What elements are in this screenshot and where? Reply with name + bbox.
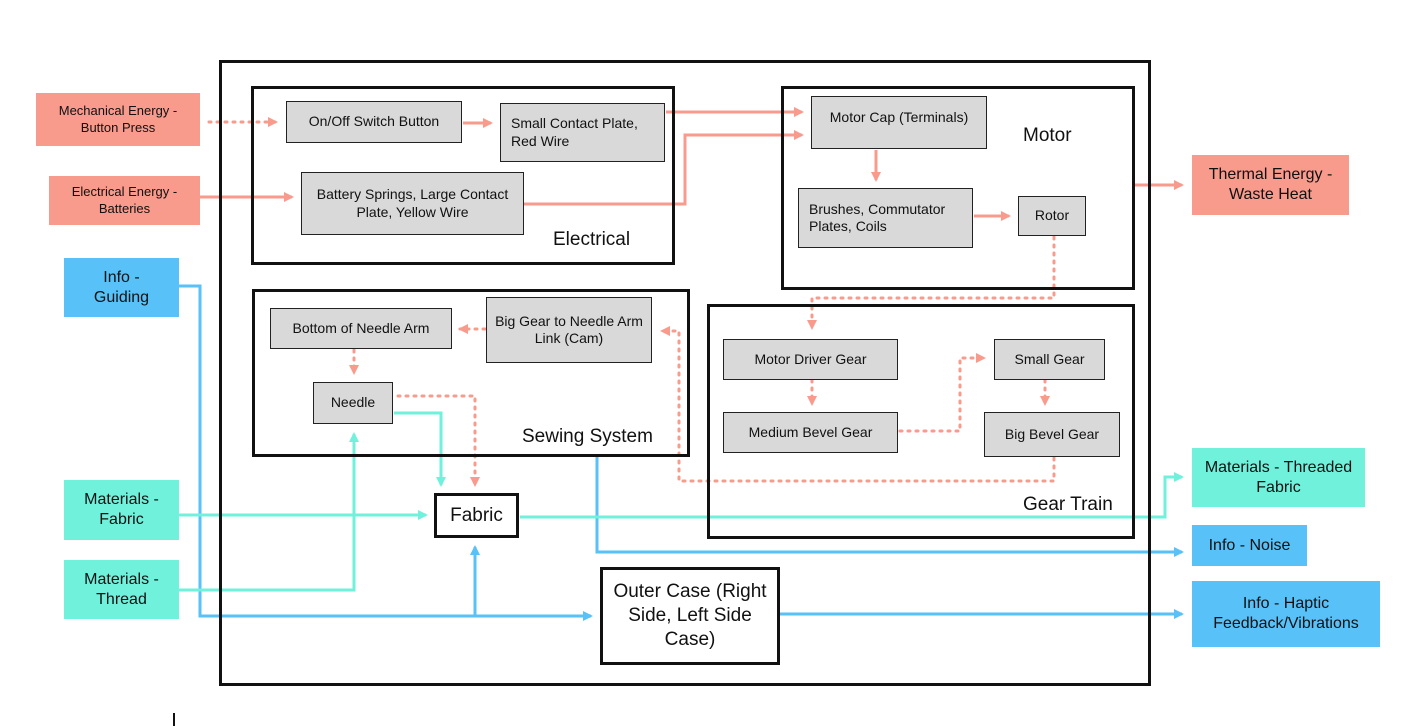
cam-box: Big Gear to Needle Arm Link (Cam) bbox=[486, 297, 652, 363]
outer-case-box: Outer Case (Right Side, Left Side Case) bbox=[600, 567, 780, 665]
motor-title: Motor bbox=[1023, 125, 1072, 146]
arrow-thread-to-needle bbox=[178, 432, 359, 592]
sewing-subsystem bbox=[252, 289, 690, 457]
arrow-springs-to-motorcap bbox=[524, 130, 804, 206]
output-info-noise: Info - Noise bbox=[1192, 525, 1307, 566]
needle-box: Needle bbox=[313, 382, 393, 424]
input-electrical-energy: Electrical Energy - Batteries bbox=[49, 176, 200, 225]
input-materials-thread: Materials - Thread bbox=[64, 560, 179, 619]
gear-train-subsystem bbox=[707, 304, 1135, 539]
sewing-title: Sewing System bbox=[522, 426, 653, 447]
electrical-title: Electrical bbox=[553, 229, 631, 250]
small-contact-plate-box: Small Contact Plate, Red Wire bbox=[500, 103, 665, 162]
material-flows bbox=[178, 411, 1184, 592]
motor-cap-box: Motor Cap (Terminals) bbox=[811, 96, 987, 149]
arrow-rotor-to-driver-gear bbox=[807, 235, 1056, 330]
big-bevel-gear-box: Big Bevel Gear bbox=[984, 412, 1120, 457]
output-info-haptic: Info - Haptic Feedback/Vibrations bbox=[1192, 581, 1380, 647]
small-gear-box: Small Gear bbox=[994, 339, 1105, 380]
arrow-guiding-to-case bbox=[178, 284, 593, 621]
battery-springs-box: Battery Springs, Large Contact Plate, Ye… bbox=[301, 172, 524, 235]
arrow-medium-bevel-to-small-gear bbox=[898, 353, 986, 433]
arrow-big-bevel-to-cam bbox=[660, 326, 1056, 483]
arrow-sewing-to-noise bbox=[595, 456, 1184, 557]
system-boundary bbox=[219, 60, 1151, 686]
output-thermal-energy: Thermal Energy - Waste Heat bbox=[1192, 155, 1349, 215]
energy-flows bbox=[200, 107, 1184, 221]
motor-subsystem bbox=[781, 86, 1135, 290]
electrical-subsystem bbox=[251, 86, 675, 265]
input-materials-fabric: Materials - Fabric bbox=[64, 480, 179, 540]
brushes-box: Brushes, Commutator Plates, Coils bbox=[798, 188, 973, 248]
arrow-fabric-to-threaded bbox=[520, 472, 1184, 519]
gear-train-title: Gear Train bbox=[1023, 494, 1113, 515]
info-flows bbox=[178, 284, 1184, 621]
output-threaded-fabric: Materials - Threaded Fabric bbox=[1192, 448, 1365, 507]
input-info-guiding: Info - Guiding bbox=[64, 258, 179, 317]
arrow-needle-thread-to-fabric bbox=[394, 411, 446, 487]
fabric-box: Fabric bbox=[434, 493, 519, 538]
switch-button-box: On/Off Switch Button bbox=[286, 101, 462, 143]
medium-bevel-gear-box: Medium Bevel Gear bbox=[723, 412, 898, 453]
rotor-box: Rotor bbox=[1018, 196, 1086, 236]
motor-driver-gear-box: Motor Driver Gear bbox=[723, 339, 898, 380]
needle-arm-bottom-box: Bottom of Needle Arm bbox=[270, 308, 452, 349]
input-mechanical-energy: Mechanical Energy - Button Press bbox=[36, 93, 200, 146]
